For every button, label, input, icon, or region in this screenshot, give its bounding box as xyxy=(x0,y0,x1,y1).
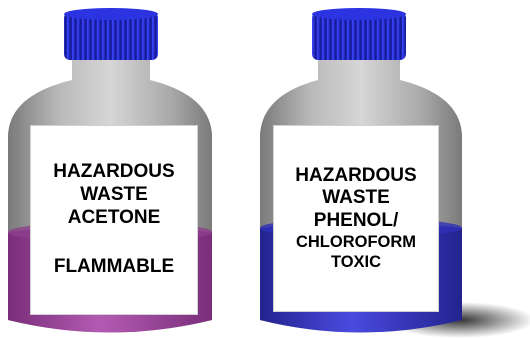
cap-top xyxy=(312,8,406,20)
label-line: TOXIC xyxy=(330,252,382,271)
cap xyxy=(312,12,406,60)
label-acetone: HAZARDOUS WASTE ACETONE FLAMMABLE xyxy=(30,125,198,315)
label-line: CHLOROFORM xyxy=(295,232,417,251)
label-line: WASTE xyxy=(80,184,148,206)
cap-top xyxy=(64,8,158,20)
label-phenol-chloroform: HAZARDOUS WASTE PHENOL/ CHLOROFORM TOXIC xyxy=(273,125,439,312)
label-line: FLAMMABLE xyxy=(53,255,175,277)
label-line: WASTE xyxy=(322,187,390,209)
cap xyxy=(64,12,158,60)
label-line: HAZARDOUS xyxy=(295,164,417,186)
label-line: PHENOL/ xyxy=(313,210,399,232)
label-line: ACETONE xyxy=(67,207,161,228)
label-line: HAZARDOUS xyxy=(53,161,175,183)
